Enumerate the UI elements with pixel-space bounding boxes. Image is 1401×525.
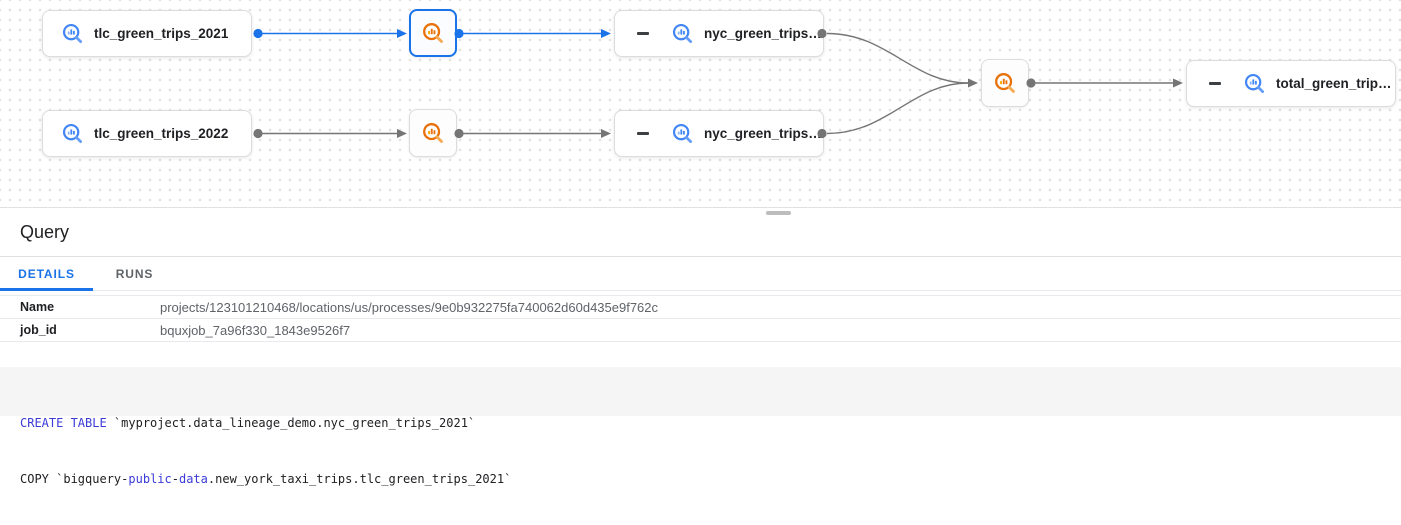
panel-title: Query — [20, 221, 70, 242]
bigquery-table-icon — [61, 122, 84, 145]
bigquery-table-icon — [61, 22, 84, 45]
panel-header: Query — [0, 208, 1401, 257]
process-node-query-2022[interactable] — [409, 109, 457, 157]
tab-details-label: DETAILS — [18, 266, 75, 281]
edge-proc2-total — [1026, 78, 1183, 88]
field-label: job_id — [20, 323, 57, 337]
node-total-green-trips[interactable]: total_green_trip… — [1186, 60, 1396, 107]
collapse-icon[interactable] — [637, 132, 649, 135]
table-row-name: Name projects/123101210468/locations/us/… — [0, 296, 1401, 319]
edge-nyc2021-proc2 — [817, 28, 969, 84]
node-nyc-green-trips-2021[interactable]: nyc_green_trips… — [614, 10, 824, 57]
bigquery-job-icon — [421, 21, 445, 45]
bigquery-job-icon — [421, 121, 445, 145]
node-label: nyc_green_trips… — [704, 26, 822, 41]
node-label: tlc_green_trips_2021 — [94, 26, 229, 41]
collapse-icon[interactable] — [1209, 82, 1221, 85]
bigquery-job-icon — [993, 71, 1017, 95]
field-label: Name — [20, 300, 55, 314]
edge-proc3-nyc2022 — [454, 128, 611, 139]
process-node-query-merge[interactable] — [981, 59, 1029, 107]
field-value: projects/123101210468/locations/us/proce… — [160, 299, 659, 315]
table-row-job-id: job_id bquxjob_7a96f330_1843e9526f7 — [0, 319, 1401, 342]
collapse-icon[interactable] — [637, 32, 649, 35]
node-label: tlc_green_trips_2022 — [94, 126, 229, 141]
panel-resize-handle[interactable] — [766, 211, 791, 215]
tab-runs-label: RUNS — [115, 266, 154, 281]
lineage-canvas[interactable]: tlc_green_trips_2021 nyc_green_trips… tl… — [0, 0, 1401, 208]
bigquery-table-icon — [1243, 72, 1266, 95]
tab-details[interactable]: DETAILS — [0, 257, 93, 291]
node-tlc-green-trips-2021[interactable]: tlc_green_trips_2021 — [42, 10, 252, 57]
node-nyc-green-trips-2022[interactable]: nyc_green_trips… — [614, 110, 824, 157]
details-table: Name projects/123101210468/locations/us/… — [0, 295, 1401, 342]
edge-tlc2021-proc1 — [253, 28, 407, 39]
bigquery-table-icon — [671, 22, 694, 45]
edge-proc1-nyc2021 — [454, 28, 611, 39]
edge-nyc2022-proc2 — [817, 78, 978, 139]
field-value: bquxjob_7a96f330_1843e9526f7 — [160, 322, 351, 338]
tab-bar: DETAILS RUNS — [0, 257, 1401, 291]
details-panel: Query DETAILS RUNS Name projects/1231012… — [0, 208, 1401, 486]
node-tlc-green-trips-2022[interactable]: tlc_green_trips_2022 — [42, 110, 252, 157]
sql-line-2: COPY `bigquery-public-data.new_york_taxi… — [20, 471, 512, 486]
bigquery-table-icon — [671, 122, 694, 145]
process-node-query-selected[interactable] — [409, 9, 457, 57]
sql-code-block: CREATE TABLE `myproject.data_lineage_dem… — [0, 367, 1401, 486]
edge-tlc2022-proc3 — [253, 128, 407, 139]
node-label: nyc_green_trips… — [704, 126, 822, 141]
node-label: total_green_trip… — [1276, 76, 1392, 91]
tab-runs[interactable]: RUNS — [93, 257, 176, 290]
